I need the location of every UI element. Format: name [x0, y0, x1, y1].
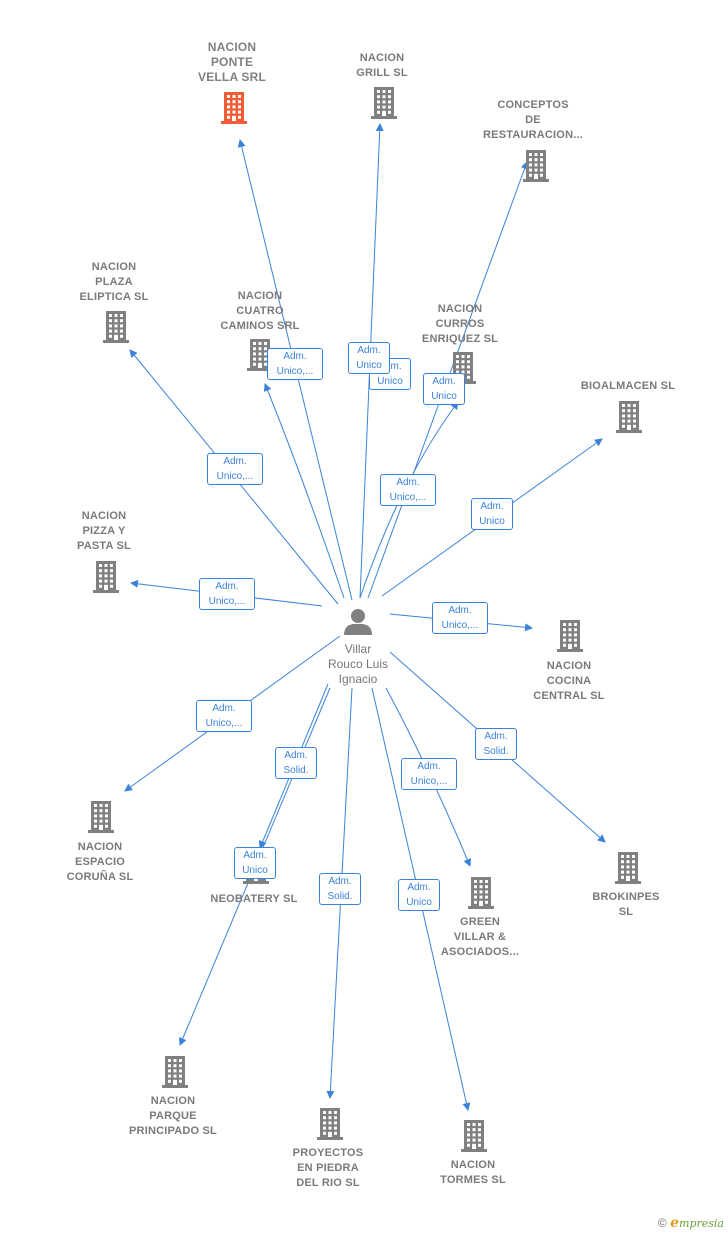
node-label-tormes[interactable]: NACION TORMES SL — [440, 1159, 506, 1186]
edge-label-neobatery[interactable]: Adm. Solid. — [275, 747, 317, 779]
node-label-brokinpes[interactable]: BROKINPES SL — [592, 891, 660, 918]
nodes-layer — [88, 87, 642, 1152]
edge-label-bioalmacen[interactable]: Adm. Unico — [471, 498, 513, 530]
building-icon — [557, 620, 583, 652]
node-label-cocina-central[interactable]: NACION COCINA CENTRAL SL — [533, 660, 605, 702]
edge-label-pizza-pasta[interactable]: Adm. Unico,... — [199, 578, 255, 610]
building-icon — [461, 1120, 487, 1152]
building-icon — [523, 150, 549, 182]
node-label-proyectos-piedra[interactable]: PROYECTOS EN PIEDRA DEL RIO SL — [292, 1147, 364, 1189]
building-icon — [468, 877, 494, 909]
building-icon — [162, 1056, 188, 1088]
edge-label-tormes[interactable]: Adm. Unico — [398, 879, 440, 911]
edges-layer — [124, 123, 606, 1111]
edge-cuatro-caminos — [263, 383, 345, 599]
building-icon — [247, 339, 273, 371]
building-icon — [93, 561, 119, 593]
edge-label-brokinpes[interactable]: Adm. Solid. — [475, 728, 517, 760]
node-label-green-villar[interactable]: GREEN VILLAR & ASOCIADOS... — [440, 916, 520, 958]
edge-label-cocina-central[interactable]: Adm. Unico,... — [432, 602, 488, 634]
edge-label-proyectos-piedra[interactable]: Adm. Solid. — [319, 873, 361, 905]
node-label-parque-principado[interactable]: NACION PARQUE PRINCIPADO SL — [129, 1095, 217, 1137]
node-label-curros-enriquez[interactable]: NACION CURROS ENRIQUEZ SL — [421, 303, 499, 345]
node-label-cuatro-caminos[interactable]: NACION CUATRO CAMINOS SRL — [220, 290, 300, 332]
node-label-grill[interactable]: NACION GRILL SL — [356, 52, 408, 79]
node-label-bioalmacen[interactable]: BIOALMACEN SL — [580, 380, 676, 392]
node-label-plaza-eliptica[interactable]: NACION PLAZA ELIPTICA SL — [79, 261, 149, 303]
building-icon — [317, 1108, 343, 1140]
edge-label-plaza-eliptica[interactable]: Adm. Unico,... — [207, 453, 263, 485]
center-person-label[interactable]: Villar Rouco Luis Ignacio — [327, 642, 389, 686]
node-label-espacio-coruna[interactable]: NACION ESPACIO CORUÑA SL — [66, 841, 134, 883]
building-icon — [221, 92, 247, 124]
edge-label-green-villar[interactable]: Adm. Unico,... — [401, 758, 457, 790]
person-icon[interactable] — [344, 609, 372, 635]
node-label-ponte-vella[interactable]: NACION PONTE VELLA SRL — [197, 40, 267, 84]
footer-brand: © empresia — [658, 1215, 724, 1231]
edge-label-cuatro-caminos[interactable]: Adm. Unico,... — [267, 348, 323, 380]
node-label-pizza-pasta[interactable]: NACION PIZZA Y PASTA SL — [77, 510, 131, 552]
edge-label-espacio-coruna[interactable]: Adm. Unico,... — [196, 700, 252, 732]
node-label-conceptos[interactable]: CONCEPTOS DE RESTAURACION... — [483, 99, 583, 141]
building-icon — [615, 852, 641, 884]
building-icon — [103, 311, 129, 343]
node-label-neobatery[interactable]: NEOBATERY SL — [210, 893, 298, 905]
building-icon — [371, 87, 397, 119]
edge-label-conceptos[interactable]: Adm. Unico,... — [380, 474, 436, 506]
building-icon — [616, 401, 642, 433]
edge-label-grill[interactable]: Adm. Unico — [348, 342, 390, 374]
copyright-icon: © — [657, 1216, 667, 1230]
edge-label-parque-principado[interactable]: Adm. Unico — [234, 847, 276, 879]
brand-logo: empresia — [670, 1215, 724, 1231]
building-icon — [88, 801, 114, 833]
edge-label-curros-enriquez[interactable]: Adm. Unico — [423, 373, 465, 405]
